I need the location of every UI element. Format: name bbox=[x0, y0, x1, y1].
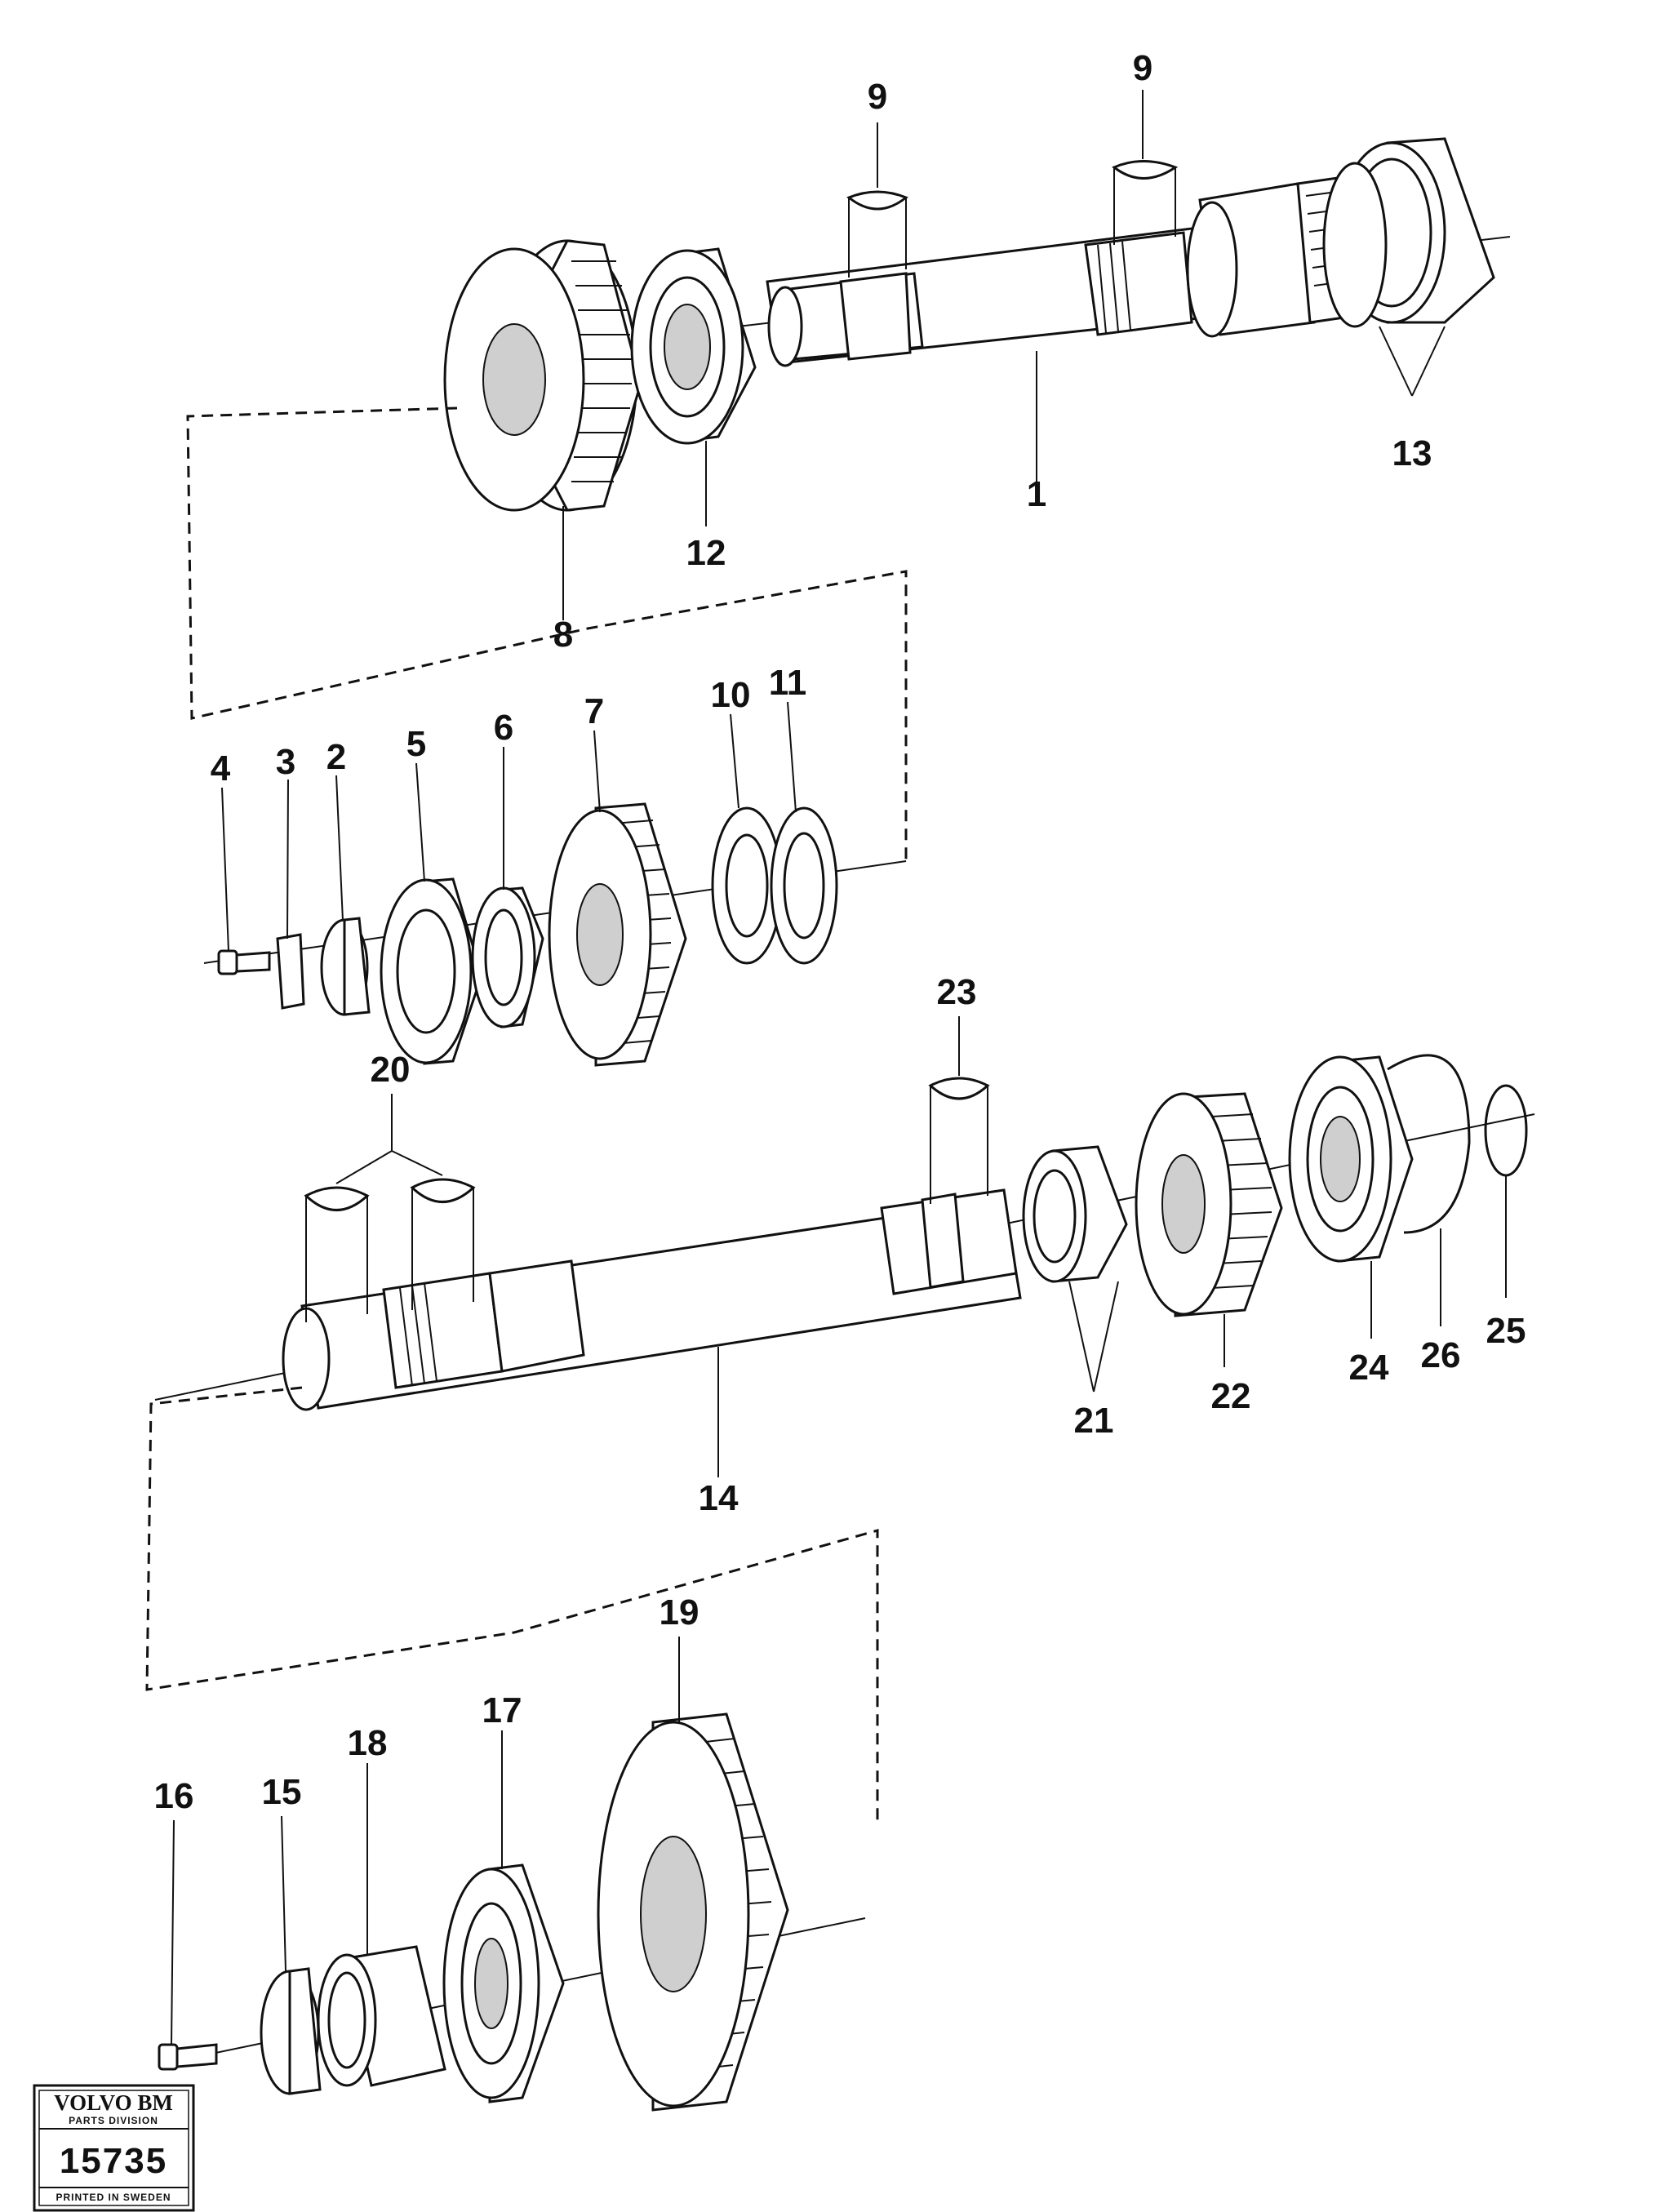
label-23: 23 bbox=[937, 972, 977, 1012]
bearing-13 bbox=[1322, 137, 1495, 328]
bearing-5 bbox=[380, 877, 483, 1065]
bearing-12 bbox=[630, 247, 757, 445]
gear-22 bbox=[1135, 1092, 1283, 1317]
upper-shaft-assembly bbox=[443, 137, 1511, 512]
lower-small-parts bbox=[158, 1712, 866, 2112]
label-25: 25 bbox=[1486, 1311, 1526, 1351]
part-labels: 1 2 3 4 5 6 7 8 9 9 10 11 12 13 14 15 16… bbox=[154, 48, 1526, 1816]
label-11: 11 bbox=[769, 663, 807, 703]
stamp-frame bbox=[33, 2084, 195, 2212]
upper-small-parts bbox=[203, 802, 907, 1067]
lock-plate-3 bbox=[276, 933, 305, 1010]
lower-dashed-outline bbox=[145, 1386, 879, 1824]
label-7: 7 bbox=[584, 691, 604, 731]
washer-15 bbox=[260, 1967, 322, 2095]
label-5: 5 bbox=[406, 724, 426, 764]
gear-7 bbox=[548, 802, 687, 1067]
seal-ring-21 bbox=[1022, 1145, 1128, 1283]
upper-dashed-outline bbox=[186, 406, 908, 861]
label-19: 19 bbox=[660, 1592, 699, 1632]
stamp-division: PARTS DIVISION bbox=[69, 2115, 158, 2126]
label-21: 21 bbox=[1074, 1401, 1114, 1441]
bolt-4 bbox=[217, 949, 271, 975]
label-1: 1 bbox=[1027, 474, 1046, 514]
lower-shaft-assembly bbox=[154, 1054, 1535, 1411]
nut-10 bbox=[711, 806, 783, 965]
label-9-left: 9 bbox=[868, 77, 887, 117]
bearing-17 bbox=[442, 1863, 565, 2103]
label-18: 18 bbox=[348, 1723, 388, 1763]
lock-washer-11 bbox=[770, 806, 838, 965]
label-9-right: 9 bbox=[1133, 48, 1152, 88]
label-14: 14 bbox=[699, 1478, 739, 1518]
stamp-brand: VOLVO BM bbox=[54, 2090, 173, 2115]
gear-19 bbox=[597, 1712, 789, 2112]
key-callouts bbox=[304, 90, 1179, 1322]
label-8: 8 bbox=[553, 615, 573, 655]
washer-2 bbox=[320, 917, 371, 1016]
leader-lines bbox=[171, 326, 1507, 2045]
label-13: 13 bbox=[1392, 433, 1432, 473]
snap-ring-26 bbox=[1387, 1054, 1471, 1234]
label-15: 15 bbox=[262, 1772, 302, 1812]
spacer-6 bbox=[471, 886, 544, 1028]
label-17: 17 bbox=[482, 1690, 522, 1730]
label-4: 4 bbox=[211, 748, 231, 788]
stamp-printed: PRINTED IN SWEDEN bbox=[56, 2192, 171, 2203]
stamp-number: 15735 bbox=[60, 2141, 167, 2181]
label-3: 3 bbox=[276, 742, 295, 782]
label-10: 10 bbox=[711, 675, 751, 715]
label-12: 12 bbox=[686, 533, 726, 573]
gear-8 bbox=[443, 239, 642, 512]
assembly-guide-lines bbox=[145, 406, 908, 1824]
label-16: 16 bbox=[154, 1776, 194, 1816]
label-20: 20 bbox=[371, 1050, 411, 1090]
bolt-16 bbox=[158, 2043, 218, 2071]
label-22: 22 bbox=[1211, 1376, 1251, 1416]
label-26: 26 bbox=[1421, 1335, 1461, 1375]
circlip-25 bbox=[1484, 1084, 1528, 1177]
label-24: 24 bbox=[1349, 1348, 1389, 1388]
label-6: 6 bbox=[494, 708, 513, 748]
volvo-bm-stamp: VOLVO BM PARTS DIVISION 15735 PRINTED IN… bbox=[33, 2084, 195, 2212]
shaft-14 bbox=[282, 1188, 1022, 1411]
sleeve-18 bbox=[317, 1945, 446, 2087]
label-2: 2 bbox=[326, 737, 346, 777]
bearing-24 bbox=[1288, 1055, 1414, 1263]
